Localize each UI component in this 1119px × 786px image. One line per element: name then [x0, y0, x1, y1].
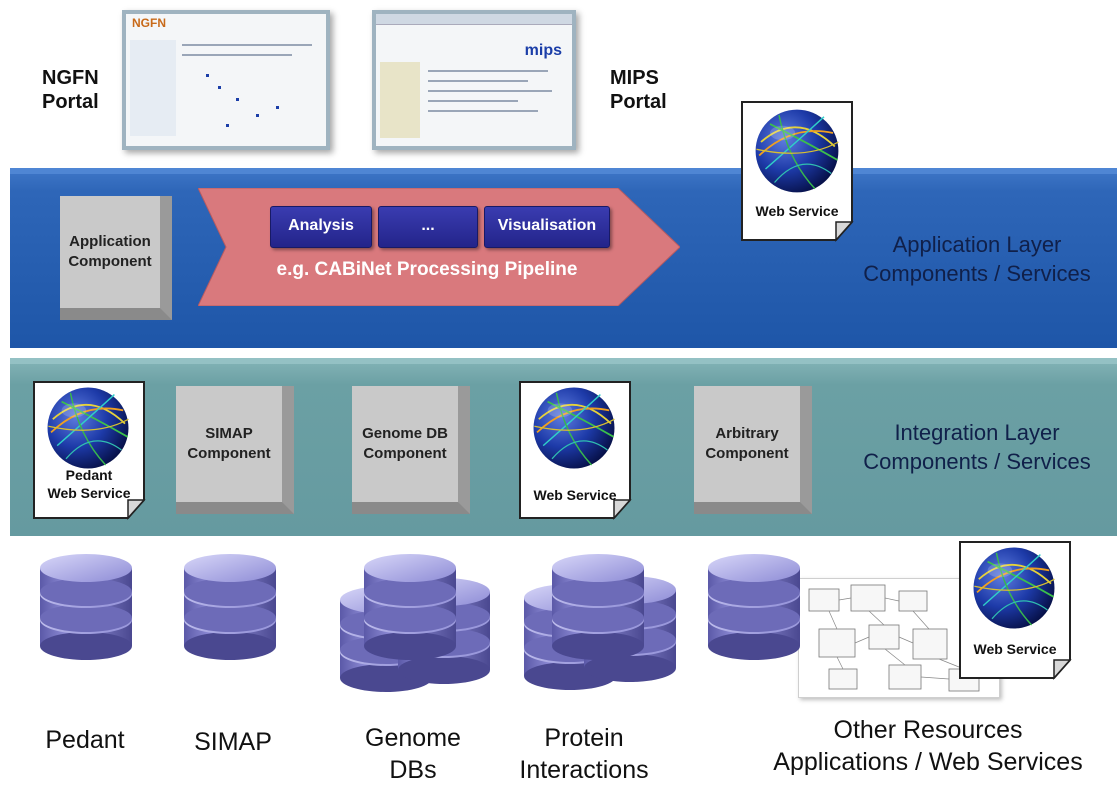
application-component-line1: Application	[69, 233, 151, 250]
simap-component-line1: SIMAP	[205, 425, 253, 442]
simap-component-line2: Component	[187, 445, 271, 462]
simap-database-icon	[184, 554, 276, 660]
protein-interactions-label-line1: Protein	[544, 724, 624, 752]
application-layer-label: Application Layer Components / Services	[836, 230, 1118, 288]
other-web-service-label: Web Service	[973, 641, 1057, 657]
application-component: Application Component	[60, 196, 172, 320]
pedant-web-service-line2: Web Service	[47, 485, 131, 501]
mips-logo: mips	[524, 42, 562, 59]
integration-layer-label-line1: Integration Layer	[894, 420, 1060, 445]
integration-layer-label-line2: Components / Services	[863, 449, 1091, 474]
application-component-line2: Component	[68, 253, 152, 270]
genome-dbs-label: Genome DBs	[348, 722, 478, 786]
mips-portal-label-line2: Portal	[610, 91, 667, 113]
application-layer-label-line2: Components / Services	[863, 261, 1091, 286]
pipeline-caption: e.g. CABiNet Processing Pipeline	[276, 259, 578, 280]
protein-interactions-label-line2: Interactions	[519, 756, 649, 784]
genome-db-component-line2: Component	[363, 445, 447, 462]
protein-database-icon-front	[552, 554, 644, 660]
other-resources-label-line2: Applications / Web Services	[773, 748, 1083, 776]
other-resources-database-icon	[708, 554, 800, 660]
genome-db-component: Genome DB Component	[352, 386, 470, 514]
integration-web-service-icon	[519, 381, 632, 520]
protein-interactions-label: Protein Interactions	[504, 722, 664, 786]
stage-ellipsis: ...	[378, 206, 478, 248]
mips-portal-label: MIPS Portal	[610, 66, 667, 114]
genome-database-icon-front	[364, 554, 456, 660]
arbitrary-component-line1: Arbitrary	[715, 425, 779, 442]
ngfn-portal-screenshot: NGFN	[122, 10, 330, 150]
arbitrary-component: Arbitrary Component	[694, 386, 812, 514]
pedant-web-service-label: Pedant Web Service	[34, 466, 144, 502]
other-resources-label-line1: Other Resources	[833, 716, 1023, 744]
genome-dbs-label-line1: Genome	[365, 724, 461, 752]
arbitrary-component-line2: Component	[705, 445, 789, 462]
other-web-service-icon	[959, 541, 1072, 680]
stage-analysis: Analysis	[270, 206, 372, 248]
mips-portal-screenshot: mips	[372, 10, 576, 150]
ngfn-portal-label: NGFN Portal	[42, 66, 99, 114]
ngfn-portal-label-line2: Portal	[42, 91, 99, 113]
ngfn-logo: NGFN	[132, 16, 166, 30]
stage-visualisation: Visualisation	[484, 206, 610, 248]
genome-dbs-label-line2: DBs	[389, 756, 437, 784]
genome-db-component-line1: Genome DB	[362, 425, 448, 442]
integration-web-service-label: Web Service	[533, 487, 617, 503]
pedant-label: Pedant	[45, 726, 125, 754]
simap-label: SIMAP	[194, 728, 272, 756]
web-service-label-app: Web Service	[755, 203, 839, 219]
mips-portal-label-line1: MIPS	[610, 67, 659, 89]
ngfn-portal-label-line1: NGFN	[42, 67, 99, 89]
integration-layer-label: Integration Layer Components / Services	[836, 418, 1118, 476]
pedant-web-service-line1: Pedant	[65, 467, 113, 483]
other-resources-label: Other Resources Applications / Web Servi…	[748, 714, 1108, 778]
pedant-web-service-icon	[33, 381, 146, 520]
simap-component: SIMAP Component	[176, 386, 294, 514]
pedant-database-icon	[40, 554, 132, 660]
web-service-icon	[741, 101, 854, 242]
application-layer-label-line1: Application Layer	[892, 232, 1062, 257]
